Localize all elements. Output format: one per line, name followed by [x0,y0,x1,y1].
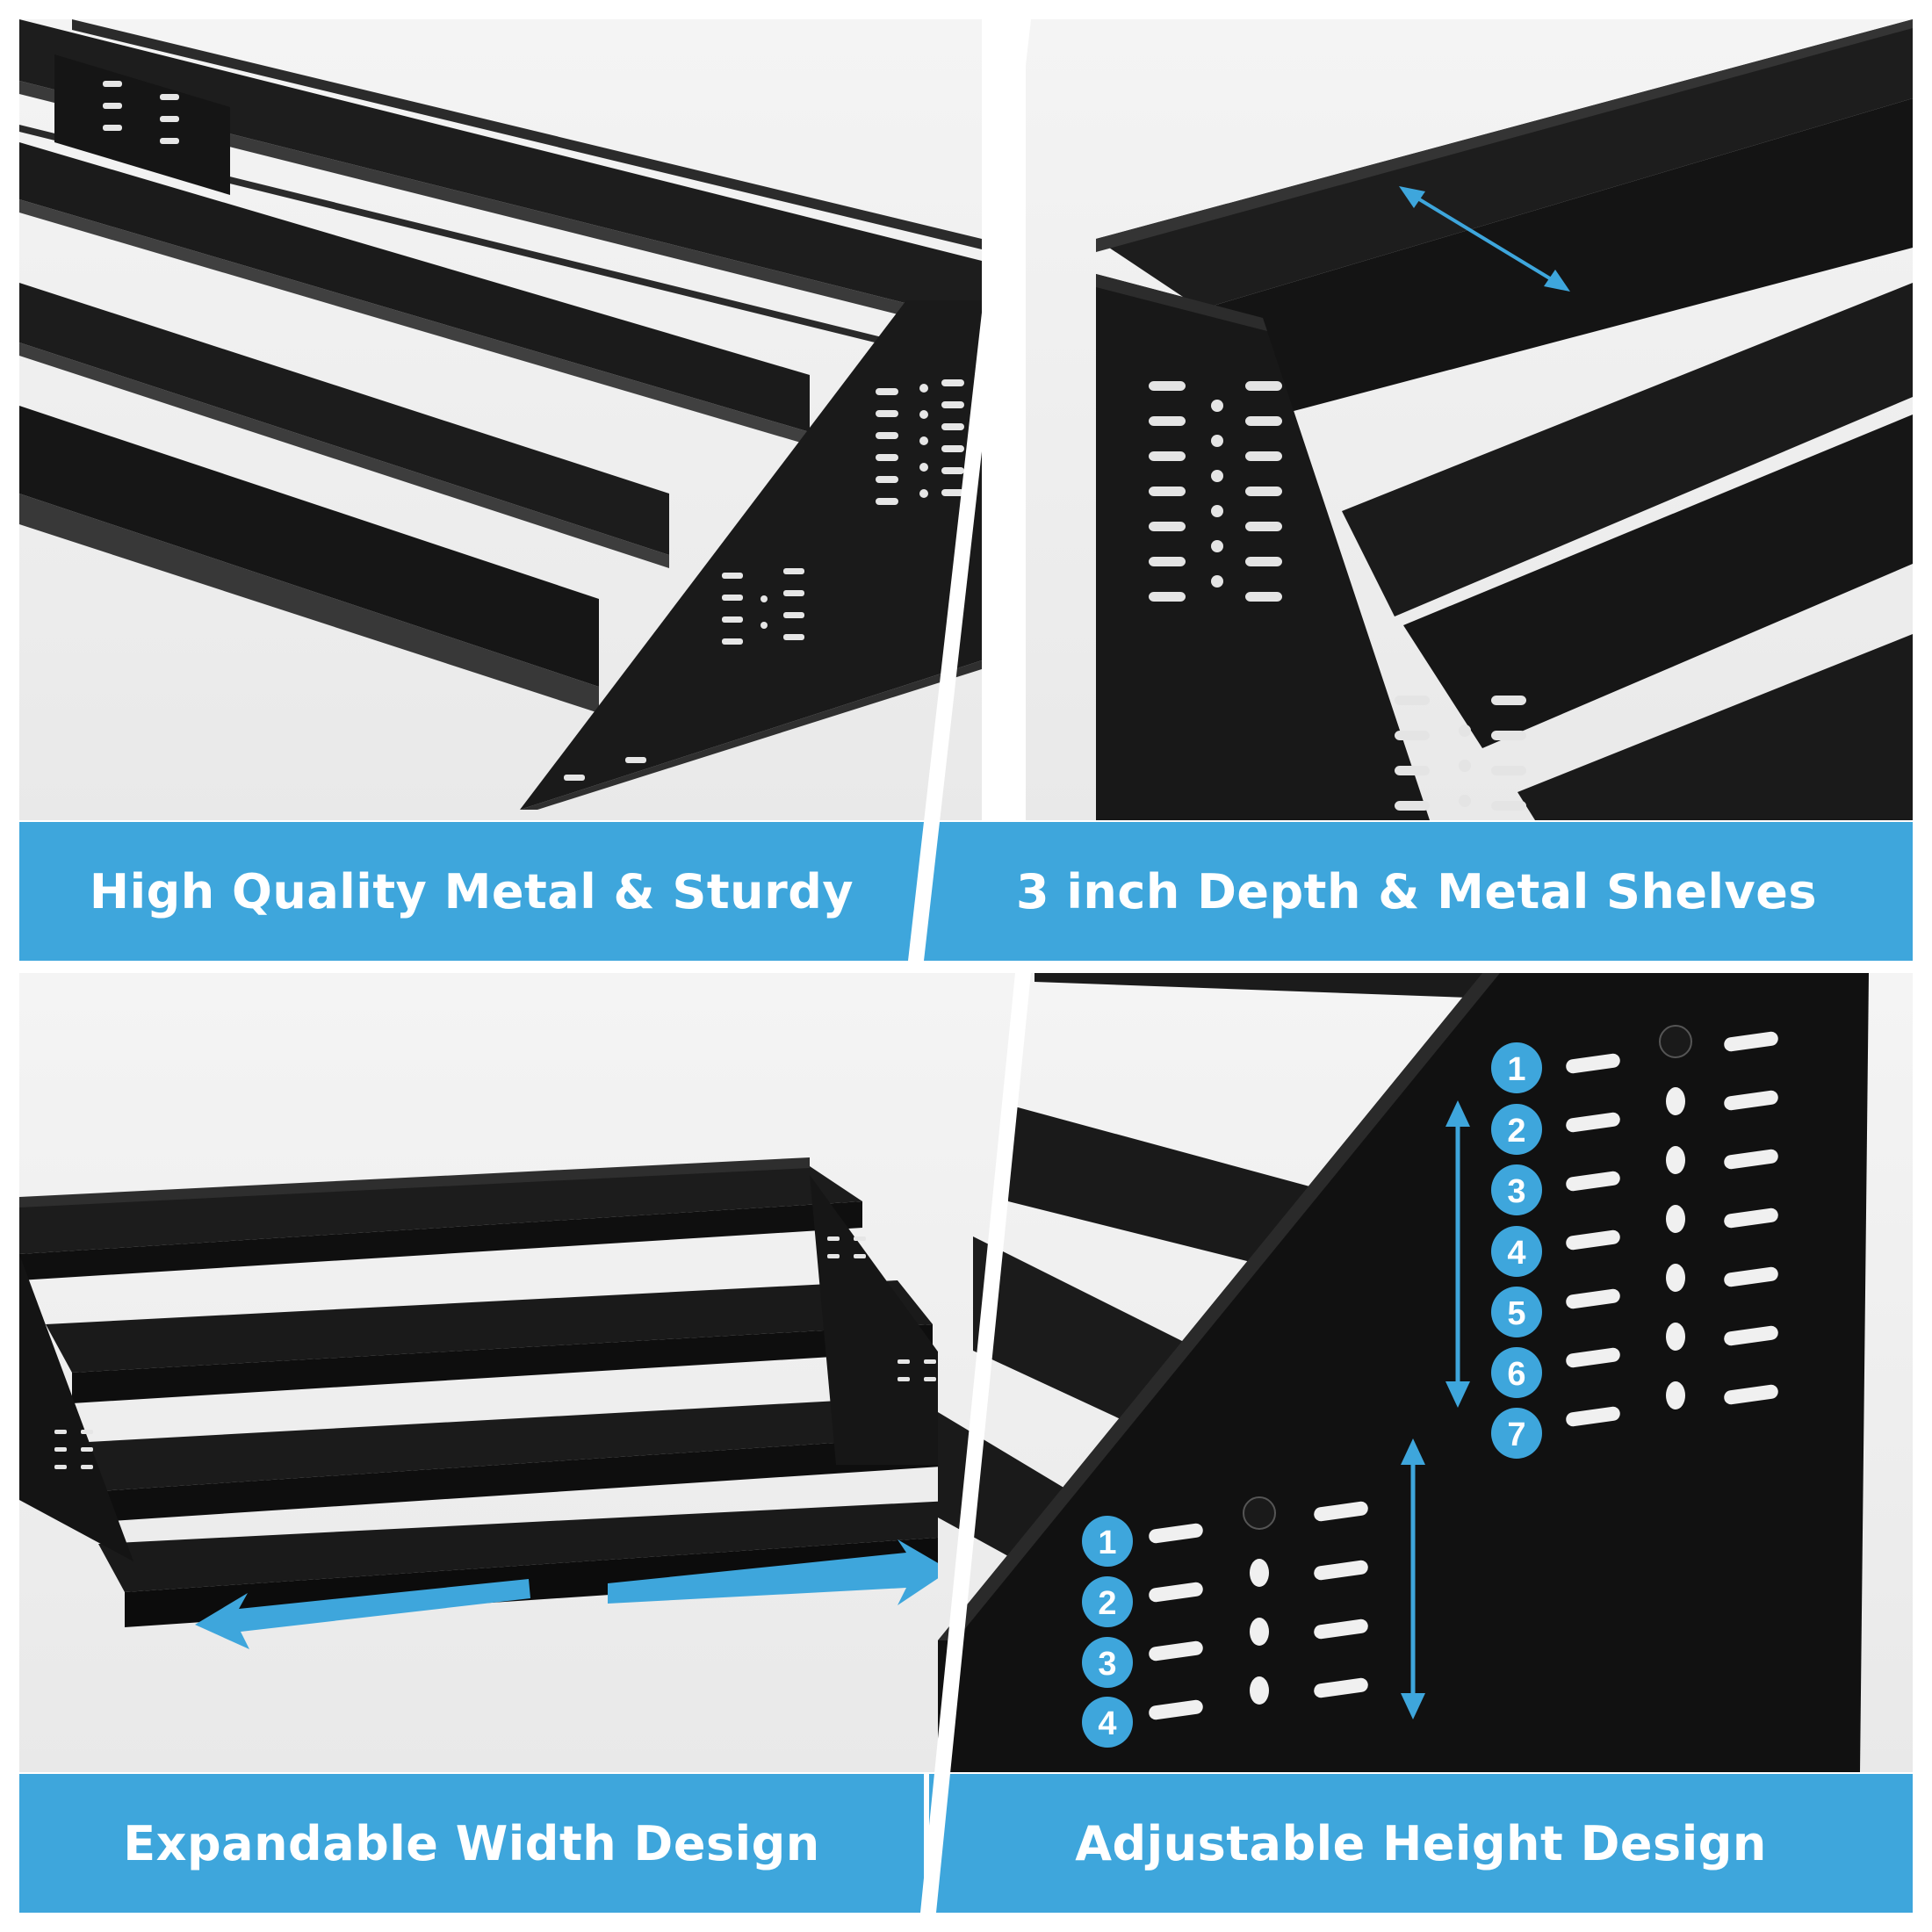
caption-width: Expandable Width Design [19,1774,924,1913]
caption-depth: 3 inch Depth & Metal Shelves [920,822,1913,961]
panel-height: 1 2 3 4 5 6 7 1 2 3 4 [938,973,1913,1772]
height-marker-upper-5: 5 [1507,1295,1525,1332]
caption-height: Adjustable Height Design [929,1774,1913,1913]
height-marker-upper-3: 3 [1507,1173,1525,1210]
caption-metal-quality: High Quality Metal & Sturdy [19,822,924,961]
panel-width [19,973,982,1772]
height-marker-lower-2: 2 [1098,1585,1116,1622]
height-marker-upper-6: 6 [1507,1356,1525,1393]
height-marker-upper-4: 4 [1507,1235,1525,1272]
panel-depth [1026,19,1913,820]
height-marker-lower-1: 1 [1098,1525,1116,1561]
height-marker-lower-4: 4 [1098,1705,1116,1742]
height-marker-upper-7: 7 [1507,1417,1525,1453]
shelf-front-photo [19,1157,982,1649]
height-marker-lower-3: 3 [1098,1646,1116,1683]
shelf-depth-photo [1096,19,1913,820]
bracket-closeup-photo: 1 2 3 4 5 6 7 1 2 3 4 [938,973,1869,1772]
height-markers-lower: 1 2 3 4 [1082,1516,1133,1748]
shelf-angle-photo [19,19,982,810]
panel-metal-quality [19,19,982,820]
height-marker-upper-2: 2 [1507,1113,1525,1150]
height-marker-upper-1: 1 [1507,1051,1525,1088]
height-markers-upper: 1 2 3 4 5 6 7 [1491,1042,1542,1459]
